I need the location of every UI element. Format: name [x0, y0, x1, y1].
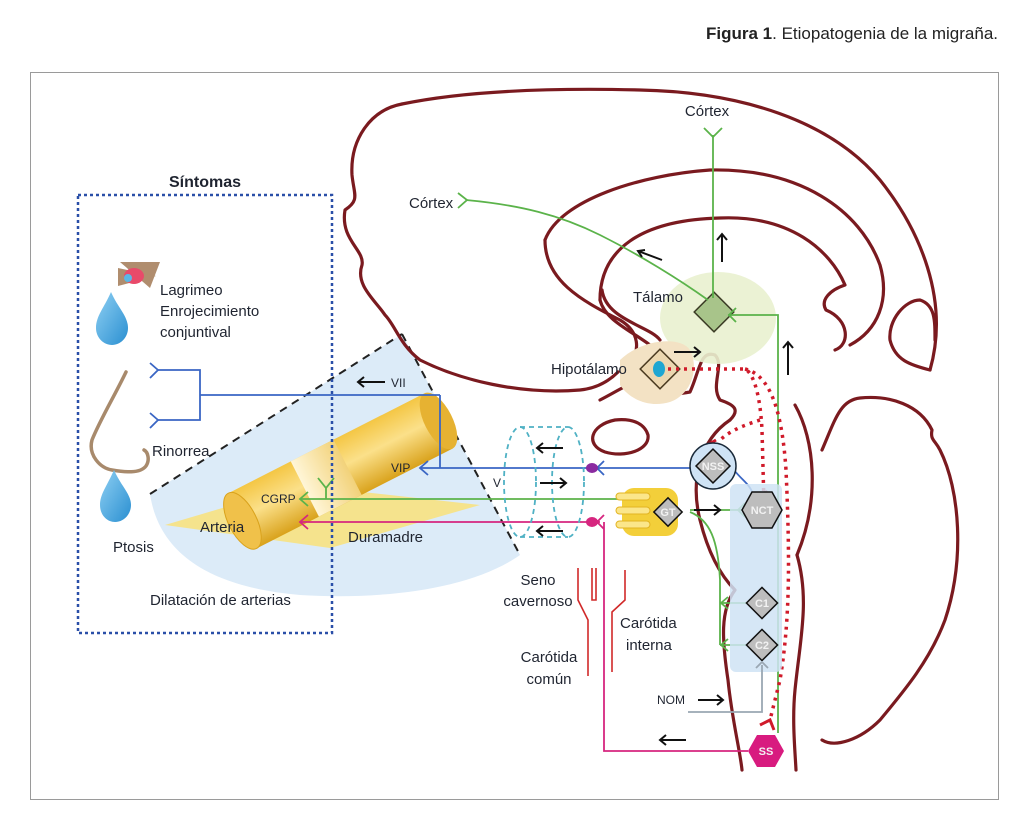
- arrow-nom-right: [698, 694, 725, 706]
- arrow-tract-up: [782, 340, 794, 375]
- thalamus-receptor: [727, 307, 737, 323]
- cerebellum: [820, 395, 960, 745]
- gt-node: [652, 496, 684, 528]
- ss-label: SS: [759, 746, 774, 758]
- red-eye-icon: [118, 262, 160, 288]
- symptom-dilatacion: Dilatación de arterias: [150, 592, 291, 609]
- parasympathetic-pathway: [149, 362, 753, 493]
- spinal-nucleus-region: [730, 484, 782, 672]
- c1-node: [745, 586, 779, 620]
- symptom-lagrimeo: Lagrimeo: [160, 282, 223, 299]
- cortex-left-label: Córtex: [409, 195, 454, 212]
- cortex-top-label: Córtex: [685, 103, 730, 120]
- pituitary: [591, 418, 650, 456]
- arrow-sinus-left-top: [535, 442, 563, 454]
- cortex-top-receptor: [703, 127, 723, 139]
- thalamo-cortical-oblique: [465, 199, 709, 301]
- arrow-hypothalamus-right: [674, 346, 702, 358]
- internal-carotid-label-1: Carótida: [620, 615, 677, 632]
- magenta-synapse: [586, 517, 598, 527]
- nss-label: NSS: [702, 461, 725, 473]
- figure-title: . Etiopatogenia de la migraña.: [772, 24, 998, 43]
- hypothalamus-to-nct: [668, 367, 766, 506]
- symptoms-box: [76, 193, 334, 635]
- artery-label: Arteria: [200, 519, 245, 536]
- thalamus-node: [693, 291, 735, 333]
- figure-caption: Figura 1. Etiopatogenia de la migraña.: [706, 24, 998, 44]
- vip-receptor: [418, 460, 429, 476]
- thalamus-label: Tálamo: [633, 289, 683, 306]
- arrow-sinus-right: [540, 477, 568, 489]
- hypothalamic-descending-paths: [668, 367, 791, 721]
- cingulate-outer: [543, 168, 885, 347]
- vip-label: VIP: [391, 461, 410, 475]
- symptom-conjuntival: conjuntival: [160, 324, 231, 341]
- arrow-thalamus-up: [716, 232, 728, 262]
- brainstem-right: [792, 553, 805, 772]
- nct-label: NCT: [751, 505, 774, 517]
- nss-node: [694, 447, 732, 485]
- common-carotid-outer: [577, 568, 589, 676]
- symptom-ptosis: Ptosis: [113, 539, 154, 556]
- brain-outline-top: [400, 87, 938, 372]
- tear-drop-icon: [96, 292, 128, 345]
- facial-nerve-label: VII: [391, 376, 406, 390]
- frontal-lobe-curve: [600, 288, 662, 342]
- direction-arrows: [356, 232, 794, 746]
- nasal-drop-icon: [100, 470, 131, 522]
- arrow-gt-to-nct: [694, 504, 722, 516]
- arrow-cortex-left: [636, 249, 663, 261]
- carotid-arteries: [577, 568, 626, 676]
- internal-carotid: [611, 570, 626, 672]
- c2-label: C2: [755, 640, 769, 652]
- dura-label: Duramadre: [348, 529, 423, 546]
- cgrp-receptor: [298, 491, 309, 507]
- figure-frame: [30, 72, 999, 800]
- brain-outline-outer: [342, 102, 620, 393]
- cingulate-inner: [598, 216, 847, 352]
- blue-synapse: [586, 463, 598, 473]
- gt-label: GT: [660, 507, 676, 519]
- hypothalamus-nucleus-dot: [653, 361, 665, 377]
- nasal-receptors: [149, 362, 160, 429]
- c-receptors: [719, 596, 729, 652]
- arrow-sinus-left-bottom: [535, 525, 563, 537]
- internal-carotid-label-2: interna: [626, 637, 673, 654]
- trigeminal-ganglion: [615, 488, 678, 536]
- ss-return-fiber: [603, 522, 748, 752]
- trigeminal-nerve-label: V: [493, 476, 501, 490]
- cavernous-sinus-label-2: cavernoso: [503, 593, 572, 610]
- common-carotid-label-1: Carótida: [521, 649, 578, 666]
- ss-node: [748, 735, 784, 767]
- nct-node: [741, 491, 783, 529]
- c2-node: [745, 628, 779, 662]
- ss-red-terminal: [759, 717, 776, 731]
- common-carotid-label-2: común: [526, 671, 571, 688]
- artery-sympathetic-receptor: [298, 514, 309, 530]
- symptom-enrojecimiento: Enrojecimiento: [160, 303, 259, 320]
- arrow-ss-left: [658, 734, 686, 746]
- cortex-left-receptor: [457, 192, 469, 209]
- sinus-magenta-receptor: [595, 514, 605, 530]
- nose-icon: [89, 370, 150, 474]
- wedge-dashed-edge-top: [149, 333, 403, 495]
- carotid-bifurcation: [591, 568, 597, 601]
- occipital-nerve-fiber: [688, 665, 763, 713]
- occipital-nerve-label: NOM: [657, 693, 685, 707]
- occipital-lobe-curl: [888, 298, 937, 372]
- nasal-branches: [158, 369, 201, 421]
- symptoms-title: Síntomas: [169, 174, 241, 191]
- cgrp-label: CGRP: [261, 492, 296, 506]
- hypothalamus-label: Hipotálamo: [551, 361, 627, 378]
- cavernous-sinus-label-1: Seno: [520, 572, 555, 589]
- gt-to-c-roots: [689, 511, 721, 645]
- figure-label: Figura 1: [706, 24, 773, 43]
- pons-curve: [793, 403, 814, 557]
- c2-receptor: [755, 660, 769, 669]
- arrow-vii-left: [356, 376, 385, 388]
- artery-cylinder: [223, 392, 458, 550]
- symptom-rinorrea: Rinorrea: [152, 443, 210, 460]
- c1-label: C1: [755, 598, 769, 610]
